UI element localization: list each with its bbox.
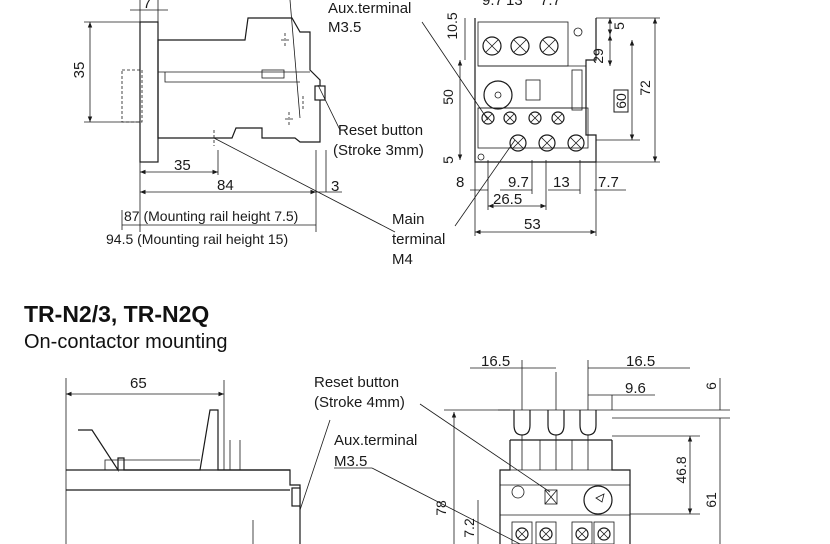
reset-stroke-label: (Stroke 3mm) <box>333 142 424 159</box>
dim-35: 35 <box>174 157 191 174</box>
dim-top-c: 9.7 <box>482 0 503 9</box>
dim-84: 84 <box>217 177 234 194</box>
dim-7-7: 7.7 <box>598 174 619 191</box>
dim-94-5: 94.5 (Mounting rail height 15) <box>106 231 288 247</box>
main-terminal-label-3: M4 <box>392 251 413 268</box>
main-terminal-label-2: terminal <box>392 231 445 248</box>
reset-stroke-label-bottom: (Stroke 4mm) <box>314 394 405 411</box>
bottom-terminal-screws <box>481 111 585 152</box>
dim-top: 7 <box>143 0 151 12</box>
dim-61: 61 <box>703 492 719 508</box>
aux-terminal-size-bottom: M3.5 <box>334 453 367 470</box>
dim-46-8: 46.8 <box>673 456 689 483</box>
dim-50: 50 <box>440 89 456 105</box>
top-callouts: Aux.terminal M3.5 Reset button (Stroke 3… <box>328 0 516 268</box>
dim-53: 53 <box>524 216 541 233</box>
dim-8: 8 <box>456 174 464 191</box>
dim-top-a: 7.7 <box>540 0 561 9</box>
reset-button-label-bottom: Reset button <box>314 374 399 391</box>
section-title: TR-N2/3, TR-N2Q <box>24 301 209 327</box>
dim-87: 87 (Mounting rail height 7.5) <box>124 208 298 224</box>
dim-9-7: 9.7 <box>508 174 529 191</box>
dim-height: 35 <box>71 62 88 79</box>
bottom-right-front-view: 16.5 16.5 9.6 6 78 7.2 46.8 61 <box>433 353 730 544</box>
dim-6: 6 <box>703 382 719 390</box>
aux-terminal-label-bottom: Aux.terminal <box>334 432 417 449</box>
section-subtitle: On-contactor mounting <box>24 331 227 353</box>
dim-16-5-right: 16.5 <box>626 353 655 370</box>
dim-60: 60 <box>613 93 629 109</box>
dim-7-2: 7.2 <box>461 518 477 538</box>
aux-terminal-label: Aux.terminal <box>328 0 411 17</box>
top-right-front-view: 9.7 13 7.7 10.5 50 5 5 29 60 72 8 9.7 13… <box>440 0 660 236</box>
top-terminal-screws <box>482 36 559 56</box>
dim-29: 29 <box>590 48 606 64</box>
dim-26-5: 26.5 <box>493 191 522 208</box>
dim-78: 78 <box>433 500 449 516</box>
dim-65: 65 <box>130 375 147 392</box>
bottom-left-side-view: 65 <box>65 375 331 544</box>
dim-72: 72 <box>637 80 653 96</box>
top-left-side-view: 7 35 35 84 3 87 (Mounting rail height 7.… <box>71 0 396 247</box>
dim-10-5: 10.5 <box>444 12 460 39</box>
aux-terminal-size: M3.5 <box>328 19 361 36</box>
dim-5-left: 5 <box>440 156 456 164</box>
dim-16-5-left: 16.5 <box>481 353 510 370</box>
dim-9-6: 9.6 <box>625 380 646 397</box>
dim-13: 13 <box>553 174 570 191</box>
bottom-callouts: Reset button (Stroke 4mm) Aux.terminal M… <box>314 374 551 544</box>
bottom-view-screws <box>511 521 615 544</box>
dim-5-right: 5 <box>611 22 627 30</box>
reset-button-label: Reset button <box>338 122 423 139</box>
dim-3: 3 <box>331 178 339 195</box>
main-terminal-label-1: Main <box>392 211 425 228</box>
dim-top-b: 13 <box>506 0 523 9</box>
